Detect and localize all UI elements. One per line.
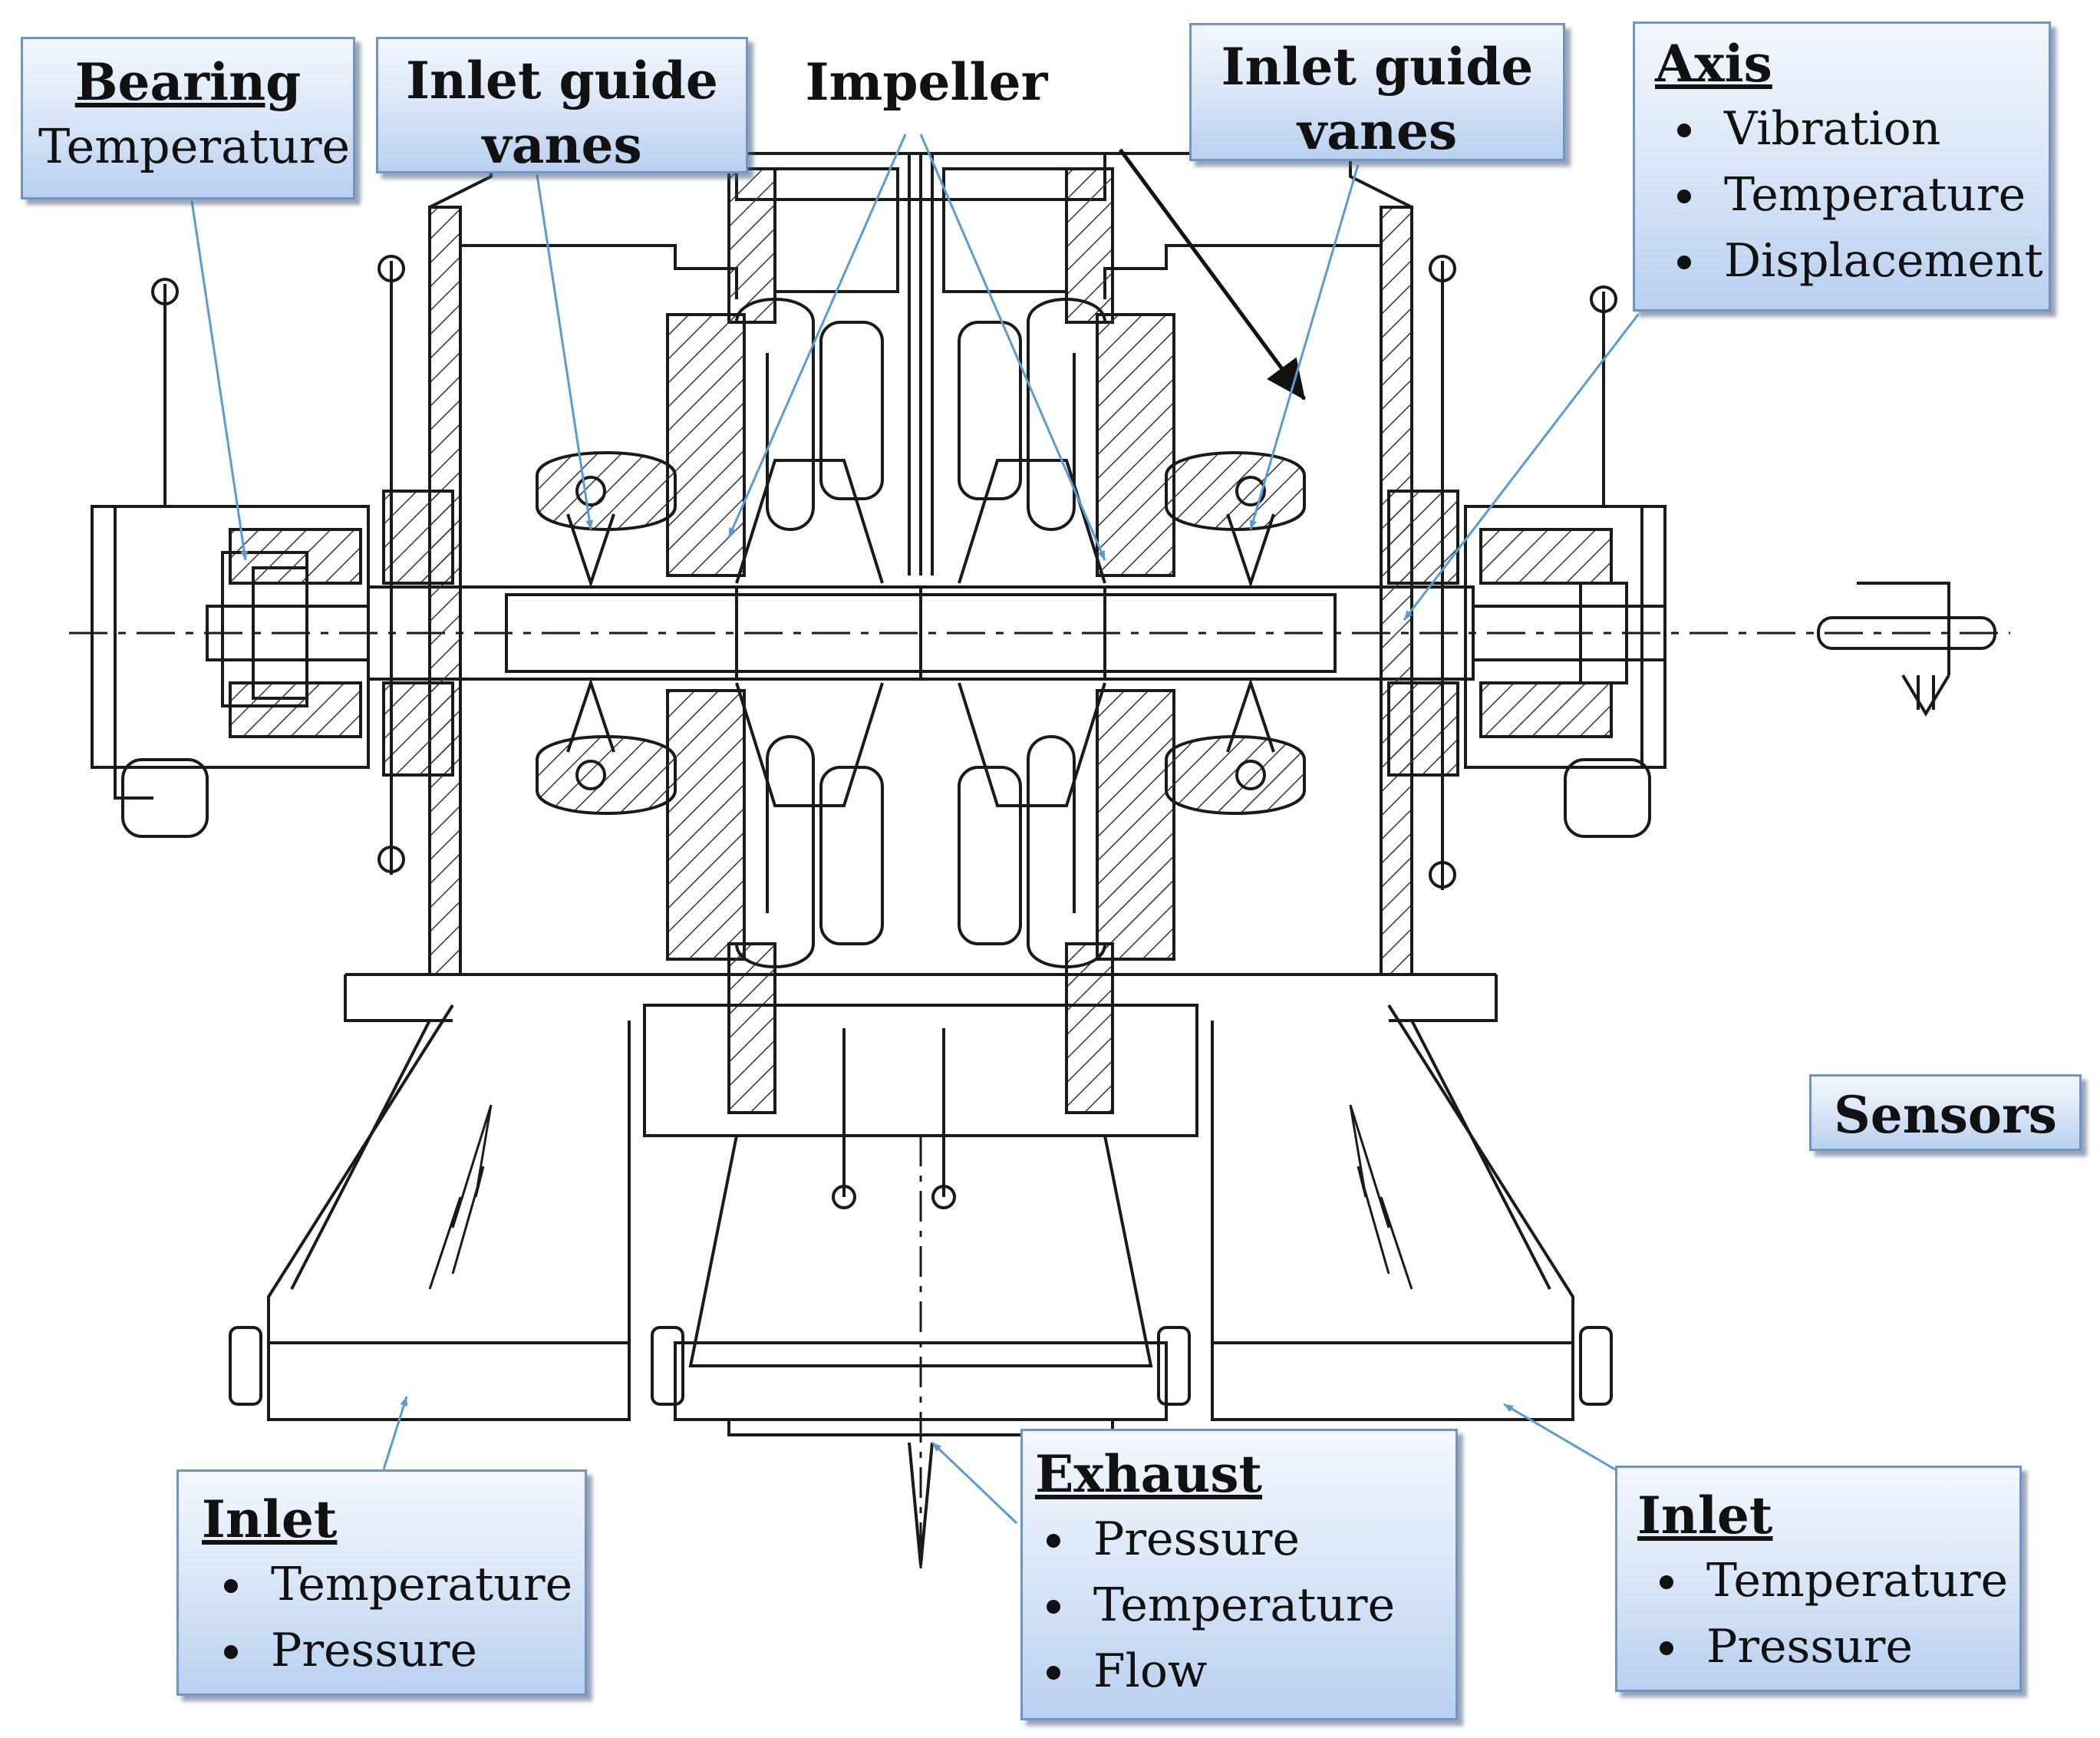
- sensors-label: Sensors: [1834, 1085, 2057, 1145]
- impeller-pointer-arrow: [1118, 148, 1307, 401]
- inlet-left-title: Inlet: [202, 1489, 338, 1549]
- inlet-right-item-temperature: Temperature: [1693, 1548, 2008, 1614]
- axis-callout: Axis Vibration Temperature Displacement: [1633, 21, 2051, 312]
- inlet-left-item-pressure: Pressure: [257, 1618, 569, 1684]
- igv-left-line1: Inlet guide: [406, 51, 718, 110]
- inlet-guide-vanes-left-callout: Inlet guide vanes: [376, 37, 748, 175]
- inlet-right-title: Inlet: [1637, 1486, 1773, 1545]
- axis-title: Axis: [1655, 34, 1772, 94]
- axis-item-vibration: Vibration: [1710, 96, 2033, 162]
- inlet-left-callout: Inlet Temperature Pressure: [176, 1469, 587, 1696]
- exhaust-item-pressure: Pressure: [1080, 1506, 1440, 1572]
- igv-right-line2: vanes: [1297, 101, 1458, 161]
- bearing-title: Bearing: [74, 52, 302, 112]
- inlet-guide-vanes-right-callout: Inlet guide vanes: [1189, 23, 1565, 161]
- exhaust-item-temperature: Temperature: [1080, 1572, 1440, 1638]
- inlet-left-sensor-list: Temperature Pressure: [202, 1552, 572, 1684]
- igv-left-line2: vanes: [482, 115, 642, 175]
- axis-sensor-list: Vibration Temperature Displacement: [1655, 96, 2043, 294]
- axis-item-temperature: Temperature: [1710, 162, 2033, 228]
- bearing-callout: Bearing Temperature: [21, 37, 355, 200]
- sensors-legend-callout: Sensors: [1809, 1074, 2082, 1151]
- machine-outline: [69, 152, 2010, 1573]
- impeller-label: Impeller: [805, 52, 1048, 112]
- impeller-callout: Impeller: [790, 31, 1063, 132]
- exhaust-title: Exhaust: [1035, 1444, 1263, 1504]
- inlet-left-item-temperature: Temperature: [257, 1552, 572, 1618]
- leader-lines: [190, 134, 1640, 1525]
- inlet-right-item-pressure: Pressure: [1693, 1614, 2004, 1680]
- exhaust-sensor-list: Pressure Temperature Flow: [1035, 1506, 1440, 1704]
- exhaust-item-flow: Flow: [1080, 1638, 1440, 1704]
- inlet-right-callout: Inlet Temperature Pressure: [1615, 1466, 2022, 1692]
- exhaust-callout: Exhaust Pressure Temperature Flow: [1020, 1429, 1458, 1720]
- igv-right-line1: Inlet guide: [1221, 37, 1534, 97]
- axis-item-displacement: Displacement: [1710, 228, 2043, 294]
- bearing-temperature-label: Temperature: [38, 118, 351, 174]
- inlet-right-sensor-list: Temperature Pressure: [1637, 1548, 2008, 1680]
